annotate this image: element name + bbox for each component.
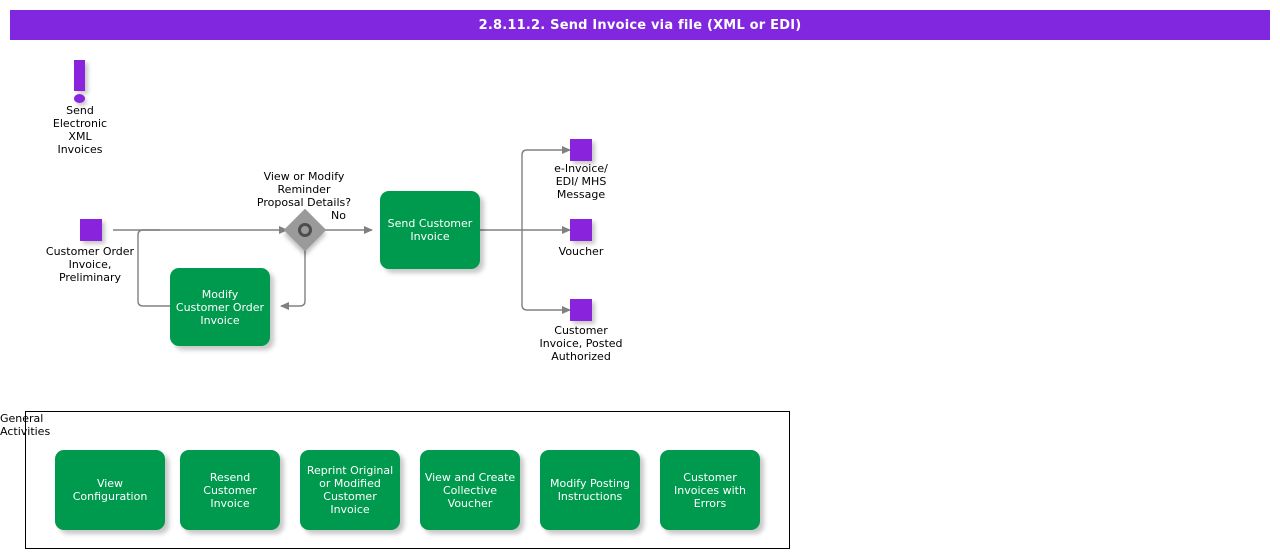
general-activity-label-modify-posting-instructions: Modify Posting Instructions (550, 477, 630, 503)
exclamation-icon-bar (74, 60, 85, 91)
general-activity-label-reprint-original-or-modified-customer-invoice: Reprint Original or Modified Customer In… (306, 464, 394, 516)
general-activity-reprint-original-or-modified-customer-invoice[interactable]: Reprint Original or Modified Customer In… (300, 450, 400, 530)
gateway-question-label: View or Modify Reminder Proposal Details… (256, 170, 352, 209)
message-square-icon (570, 299, 592, 321)
general-activity-view-and-create-collective-voucher[interactable]: View and Create Collective Voucher (420, 450, 520, 530)
output-label-e-invoice-edi-mhs-message: e-Invoice/ EDI/ MHS Message (554, 162, 608, 201)
gateway-branch-label-no: No (331, 209, 346, 222)
general-activities-group-label: General Activities (0, 412, 51, 438)
activity-send-customer-invoice[interactable]: Send Customer Invoice (380, 191, 480, 269)
general-activity-label-resend-customer-invoice: Resend Customer Invoice (203, 470, 257, 510)
page-title: 2.8.11.2. Send Invoice via file (XML or … (478, 17, 802, 33)
message-square-icon (570, 219, 592, 241)
general-activities-group (25, 411, 790, 549)
exclamation-icon-dot (74, 94, 85, 103)
general-activity-view-configuration[interactable]: View Configuration (55, 450, 165, 530)
activity-modify-customer-order-invoice[interactable]: Modify Customer Order Invoice (170, 268, 270, 346)
activity-label-modify-customer-order-invoice: Modify Customer Order Invoice (175, 287, 265, 327)
decision-diamond-inner-circle-icon (298, 223, 312, 237)
message-square-icon (80, 219, 102, 241)
activity-label-send-customer-invoice: Send Customer Invoice (387, 217, 473, 243)
output-label-customer-invoice-posted-authorized: Customer Invoice, Posted Authorized (539, 324, 623, 363)
input-label-customer-order-invoice-preliminary: Customer Order Invoice, Preliminary (45, 245, 135, 284)
general-activity-label-view-and-create-collective-voucher: View and Create Collective Voucher (424, 470, 516, 510)
output-label-voucher: Voucher (558, 245, 604, 258)
start-event-label: Send Electronic XML Invoices (52, 104, 108, 156)
general-activity-resend-customer-invoice[interactable]: Resend Customer Invoice (180, 450, 280, 530)
general-activity-customer-invoices-with-errors[interactable]: Customer Invoices with Errors (660, 450, 760, 530)
message-square-icon (570, 139, 592, 161)
general-activity-modify-posting-instructions[interactable]: Modify Posting Instructions (540, 450, 640, 530)
general-activity-label-view-configuration: View Configuration (72, 477, 148, 503)
page-title-bar: 2.8.11.2. Send Invoice via file (XML or … (10, 10, 1270, 40)
general-activity-label-customer-invoices-with-errors: Customer Invoices with Errors (674, 470, 746, 510)
